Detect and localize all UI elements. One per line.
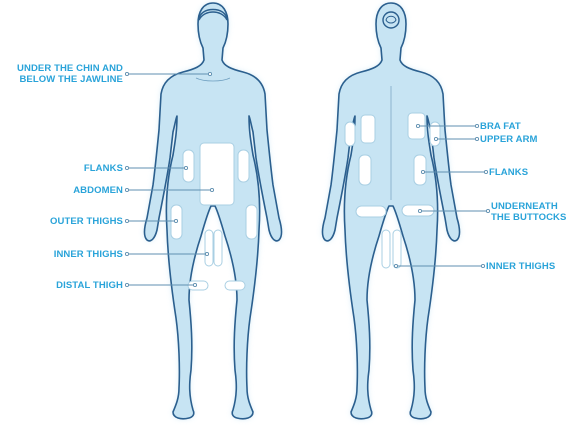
- label-upper-arm: UPPER ARM: [480, 134, 538, 145]
- leader-end-dot: [394, 264, 397, 267]
- leader-end-dot: [184, 166, 187, 169]
- leader-end-dot: [125, 166, 128, 169]
- zone-back-upper-arm-left: [345, 122, 355, 146]
- back-hair-bun: [383, 12, 399, 28]
- zone-back-inner-thigh-right: [393, 230, 401, 268]
- leader-end-dot: [125, 219, 128, 222]
- zone-back-bra-fat-left: [361, 115, 375, 143]
- leader-end-dot: [125, 252, 128, 255]
- label-buttocks-line-2: THE BUTTOCKS: [491, 212, 566, 223]
- label-abdomen: ABDOMEN: [73, 185, 123, 196]
- front-figure: [144, 3, 281, 419]
- zone-back-buttock-right: [402, 205, 434, 216]
- leader-end-dot: [416, 124, 419, 127]
- label-flanks-front: FLANKS: [84, 163, 123, 174]
- zone-front-inner-thigh-left: [214, 230, 222, 266]
- zone-front-flank-left: [238, 150, 249, 182]
- label-buttocks-line-1: UNDERNEATH: [491, 201, 566, 212]
- zone-back-inner-thigh-left: [382, 230, 390, 268]
- leader-end-dot: [193, 283, 196, 286]
- leader-end-dot: [208, 72, 211, 75]
- leader-end-dot: [125, 72, 128, 75]
- zone-back-flank-right: [414, 155, 426, 185]
- zone-front-outer-thigh-left: [246, 205, 257, 239]
- zone-back-buttock-left: [356, 206, 386, 217]
- leader-end-dot: [125, 188, 128, 191]
- label-chin-line-2: BELOW THE JAWLINE: [17, 74, 123, 85]
- leader-end-dot: [484, 170, 487, 173]
- label-outer-thighs: OUTER THIGHS: [50, 216, 123, 227]
- leader-end-dot: [418, 209, 421, 212]
- zone-front-inner-thigh-right: [205, 230, 213, 266]
- leader-end-dot: [475, 137, 478, 140]
- zone-front-abdomen: [200, 143, 234, 205]
- leader-end-dot: [481, 264, 484, 267]
- zone-front-flank-right: [183, 150, 194, 182]
- leader-end-dot: [475, 124, 478, 127]
- zone-back-flank-left: [359, 155, 371, 185]
- label-chin: UNDER THE CHIN AND BELOW THE JAWLINE: [17, 63, 123, 85]
- zone-front-distal-thigh-right: [188, 281, 208, 290]
- label-bra-fat: BRA FAT: [480, 121, 521, 132]
- leader-end-dot: [434, 137, 437, 140]
- zone-front-distal-thigh-left: [225, 281, 245, 290]
- label-inner-thighs-back: INNER THIGHS: [486, 261, 555, 272]
- leader-end-dot: [205, 252, 208, 255]
- label-buttocks: UNDERNEATH THE BUTTOCKS: [491, 201, 566, 223]
- leader-end-dot: [210, 188, 213, 191]
- label-distal-thigh: DISTAL THIGH: [56, 280, 123, 291]
- label-chin-line-1: UNDER THE CHIN AND: [17, 63, 123, 74]
- leader-end-dot: [486, 209, 489, 212]
- leader-end-dot: [125, 283, 128, 286]
- label-inner-thighs-front: INNER THIGHS: [54, 249, 123, 260]
- leader-end-dot: [174, 219, 177, 222]
- label-flanks-back: FLANKS: [489, 167, 528, 178]
- leader-end-dot: [421, 170, 424, 173]
